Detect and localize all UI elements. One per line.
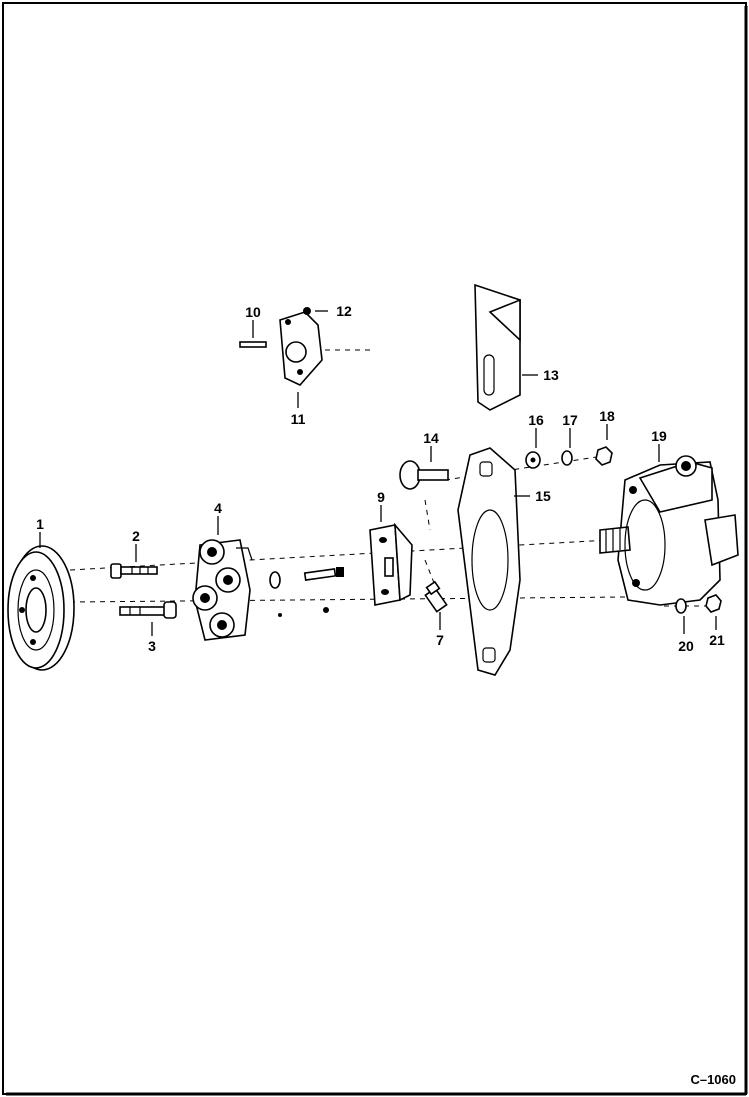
callout-11: 11 [291, 411, 306, 427]
part-3-socket-bolt [119, 601, 177, 619]
callout-17: 17 [562, 412, 578, 428]
callout-15: 15 [535, 488, 551, 504]
small-washer-and-pins [269, 567, 344, 617]
part-20-lockwasher [675, 598, 687, 614]
callout-14: 14 [423, 430, 439, 446]
part-21-nut [705, 594, 722, 613]
callout-20: 20 [678, 638, 694, 654]
callout-7: 7 [436, 632, 444, 648]
callout-3: 3 [148, 638, 156, 654]
part-14-carriage-bolt [399, 460, 449, 490]
part-16-washer [525, 451, 541, 469]
part-7-screw [424, 580, 448, 613]
part-19-hydraulic-pump [599, 455, 739, 606]
figure-reference-code: C–1060 [690, 1072, 736, 1087]
callout-leader-lines [39, 310, 717, 636]
callout-16: 16 [528, 412, 544, 428]
part-2-bolt [110, 563, 158, 579]
part-1-pulley [7, 545, 75, 671]
callout-2: 2 [132, 528, 140, 544]
part-11-bearing-block [279, 311, 323, 386]
callout-19: 19 [651, 428, 667, 444]
part-9-bracket [369, 522, 413, 606]
part-17-lockwasher [561, 450, 573, 466]
callout-4: 4 [214, 500, 222, 516]
part-15-mounting-plate [457, 447, 521, 676]
part-12-ball [303, 307, 311, 315]
assembly-axis-lines [69, 349, 710, 607]
callout-10: 10 [245, 304, 261, 320]
part-13-angle-bracket [474, 283, 521, 411]
callout-18: 18 [599, 408, 615, 424]
callout-1: 1 [36, 516, 44, 532]
part-18-nut [595, 446, 613, 466]
callout-9: 9 [377, 489, 385, 505]
callout-21: 21 [709, 632, 725, 648]
part-10-pin [239, 341, 267, 348]
callout-12: 12 [336, 303, 352, 319]
callout-13: 13 [543, 367, 559, 383]
part-4-coupling-hub [192, 539, 253, 641]
